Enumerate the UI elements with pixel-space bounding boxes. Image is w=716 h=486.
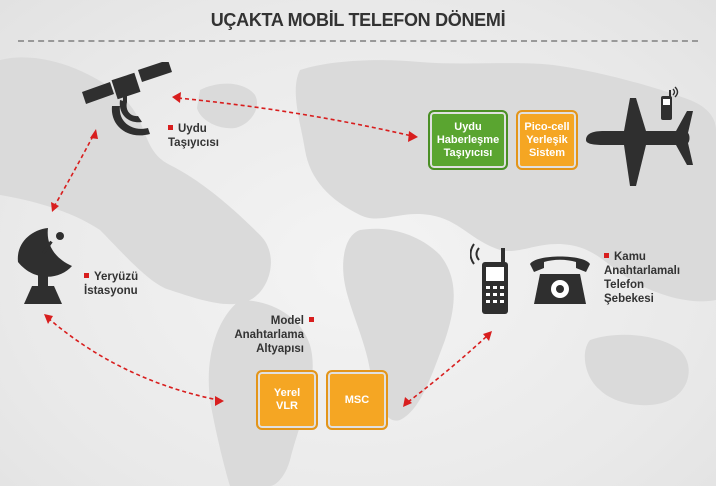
bullet-marker [604,253,609,259]
pstn-label: Kamu Anahtarlamalı Telefon Şebekesi [604,251,681,305]
picocell-system-box: Pico-cell Yerleşik Sistem [516,110,578,170]
bullet-marker [84,273,89,279]
satellite-icon [82,62,172,136]
satellite-carrier-label: Uydu Taşıyıcısı [168,123,219,149]
mobile-phone-icon [470,243,508,314]
local-vlr-box: Yerel VLR [256,370,318,430]
title-divider [18,40,698,42]
satellite-dish-icon [17,228,72,304]
landline-phone-icon [530,256,590,304]
airplane-icon [586,98,693,186]
mobile-phone-small-icon [661,86,679,120]
ground-station-label: Yeryüzü İstasyonu [84,271,139,297]
msc-box: MSC [326,370,388,430]
model-switching-label: Model Anahtarlama Altyapısı [206,314,314,356]
page-title: UÇAKTA MOBİL TELEFON DÖNEMİ [210,10,506,30]
satellite-comm-carrier-box: Uydu Haberleşme Taşıyıcısı [428,110,508,170]
bullet-marker [309,317,314,323]
bullet-marker [168,125,173,131]
